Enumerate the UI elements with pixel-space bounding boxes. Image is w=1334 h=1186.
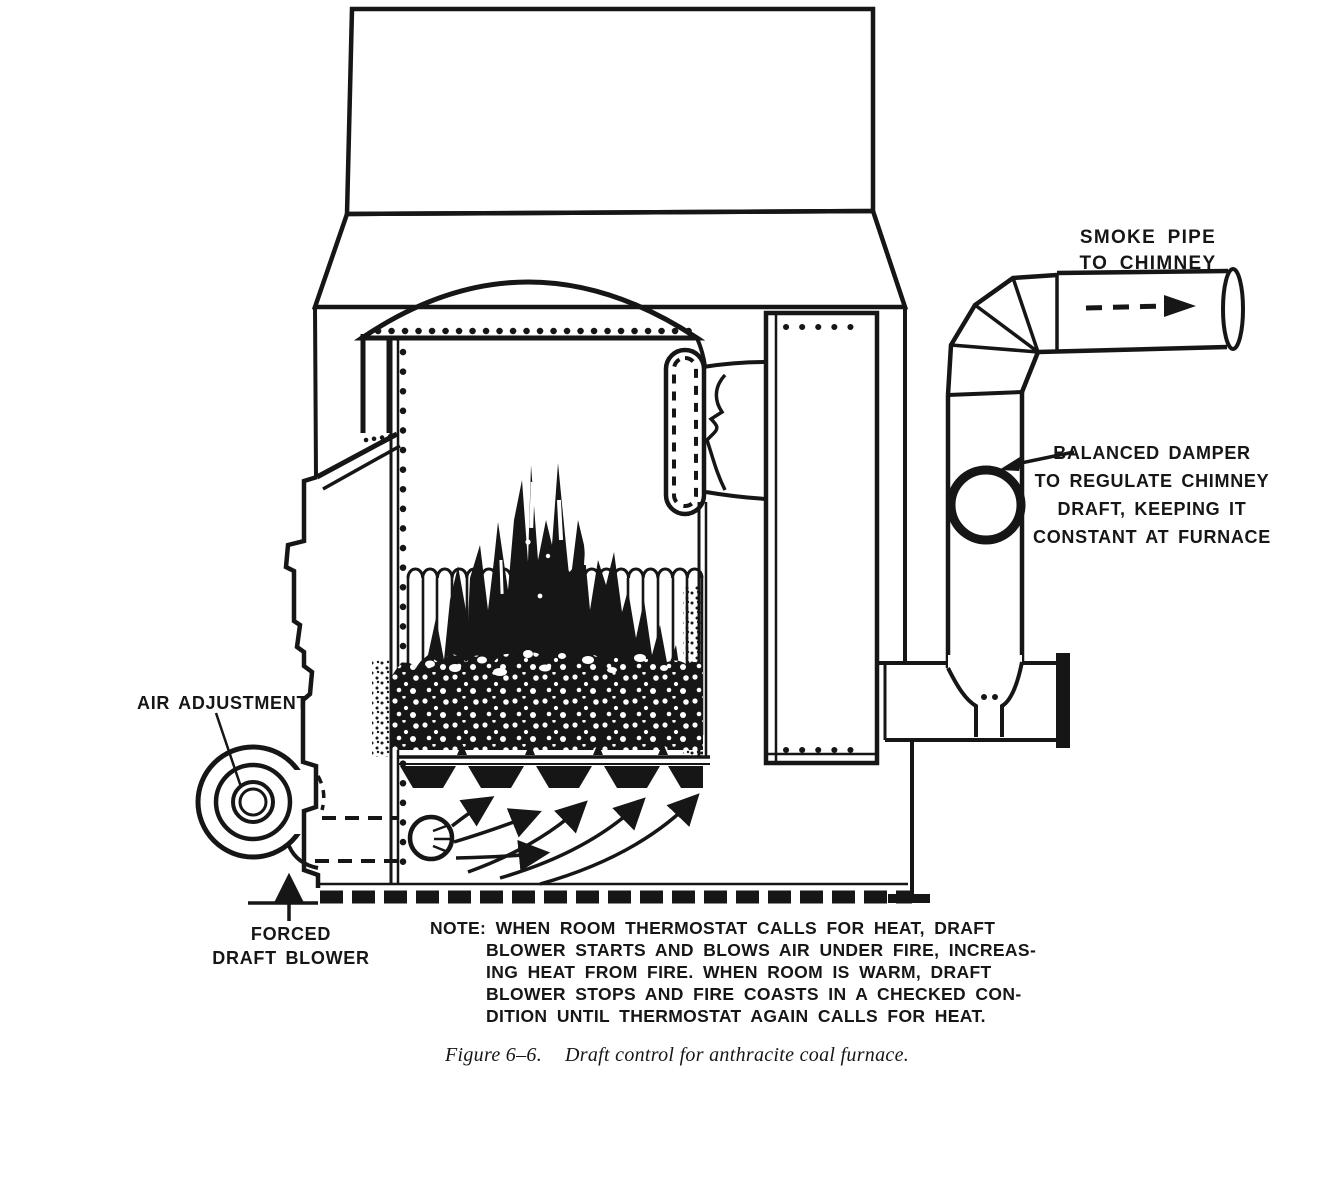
firebrick-left xyxy=(372,660,392,757)
caption-text: Draft control for anthracite coal furnac… xyxy=(564,1044,909,1066)
check-damper-profile xyxy=(704,373,727,491)
duct-end-cap xyxy=(1056,653,1070,748)
figure-caption: Figure 6–6. Draft control for anthracite… xyxy=(444,1044,909,1066)
label-air-adjustment: AIR ADJUSTMENT xyxy=(137,693,308,713)
grate xyxy=(397,743,710,788)
label-smoke-pipe-line1: SMOKE PIPE xyxy=(1080,227,1216,248)
label-damper-line1: BALANCED DAMPER xyxy=(1053,443,1251,463)
note-line3: ING HEAT FROM FIRE. WHEN ROOM IS WARM, D… xyxy=(486,962,992,982)
draft-flow-arrow xyxy=(1085,303,1165,311)
air-adjustment-shutter[interactable] xyxy=(231,780,275,824)
note-block: NOTE: WHEN ROOM THERMOSTAT CALLS FOR HEA… xyxy=(430,918,1036,1026)
label-damper-line4: CONSTANT AT FURNACE xyxy=(1033,527,1271,547)
diagram-labels: SMOKE PIPE TO CHIMNEY BALANCED DAMPER TO… xyxy=(137,227,1271,968)
hidden-duct-lines xyxy=(315,816,398,863)
note-line4: BLOWER STOPS AND FIRE COASTS IN A CHECKE… xyxy=(486,984,1022,1004)
air-arrow xyxy=(467,800,588,874)
fire-flames xyxy=(410,463,684,700)
furnace-base xyxy=(248,882,912,905)
note-line1: NOTE: WHEN ROOM THERMOSTAT CALLS FOR HEA… xyxy=(430,918,995,938)
callout-pointers xyxy=(214,450,1075,921)
pipe-open-end xyxy=(1221,267,1245,351)
balanced-damper[interactable] xyxy=(946,465,1026,545)
ashpit-airflow xyxy=(315,793,700,886)
furnace-casing-right xyxy=(877,307,1070,903)
label-damper-line3: DRAFT, KEEPING IT xyxy=(1058,499,1247,519)
coal-bed xyxy=(392,650,703,750)
air-arrow xyxy=(499,797,646,880)
horizontal-pipe-bottom xyxy=(1037,344,1228,355)
horizontal-pipe-top xyxy=(1056,268,1229,276)
inner-heating-drum xyxy=(353,279,708,884)
flue-collar xyxy=(663,347,767,517)
air-adjustment-pointer xyxy=(214,712,243,788)
caption-number: Figure 6–6. xyxy=(444,1044,542,1066)
label-damper-line2: TO REGULATE CHIMNEY xyxy=(1035,471,1270,491)
smoke-pipe-assembly xyxy=(945,267,1245,737)
air-arrow xyxy=(453,808,542,844)
air-arrow xyxy=(539,793,700,886)
label-smoke-pipe-line2: TO CHIMNEY xyxy=(1080,253,1217,274)
elbow-outer xyxy=(945,272,1058,396)
label-blower-line2: DRAFT BLOWER xyxy=(212,948,369,968)
note-line2: BLOWER STARTS AND BLOWS AIR UNDER FIRE, … xyxy=(486,940,1036,960)
note-line5: DITION UNTIL THERMOSTAT AGAIN CALLS FOR … xyxy=(486,1006,986,1026)
label-blower-line1: FORCED xyxy=(251,924,331,944)
furnace-casing-left xyxy=(283,306,401,888)
air-arrow xyxy=(450,796,495,828)
radiator-slab xyxy=(763,310,880,766)
fire-door[interactable] xyxy=(283,474,321,888)
damper-pointer-arrowhead xyxy=(999,455,1023,471)
warm-air-bonnet xyxy=(311,6,909,310)
